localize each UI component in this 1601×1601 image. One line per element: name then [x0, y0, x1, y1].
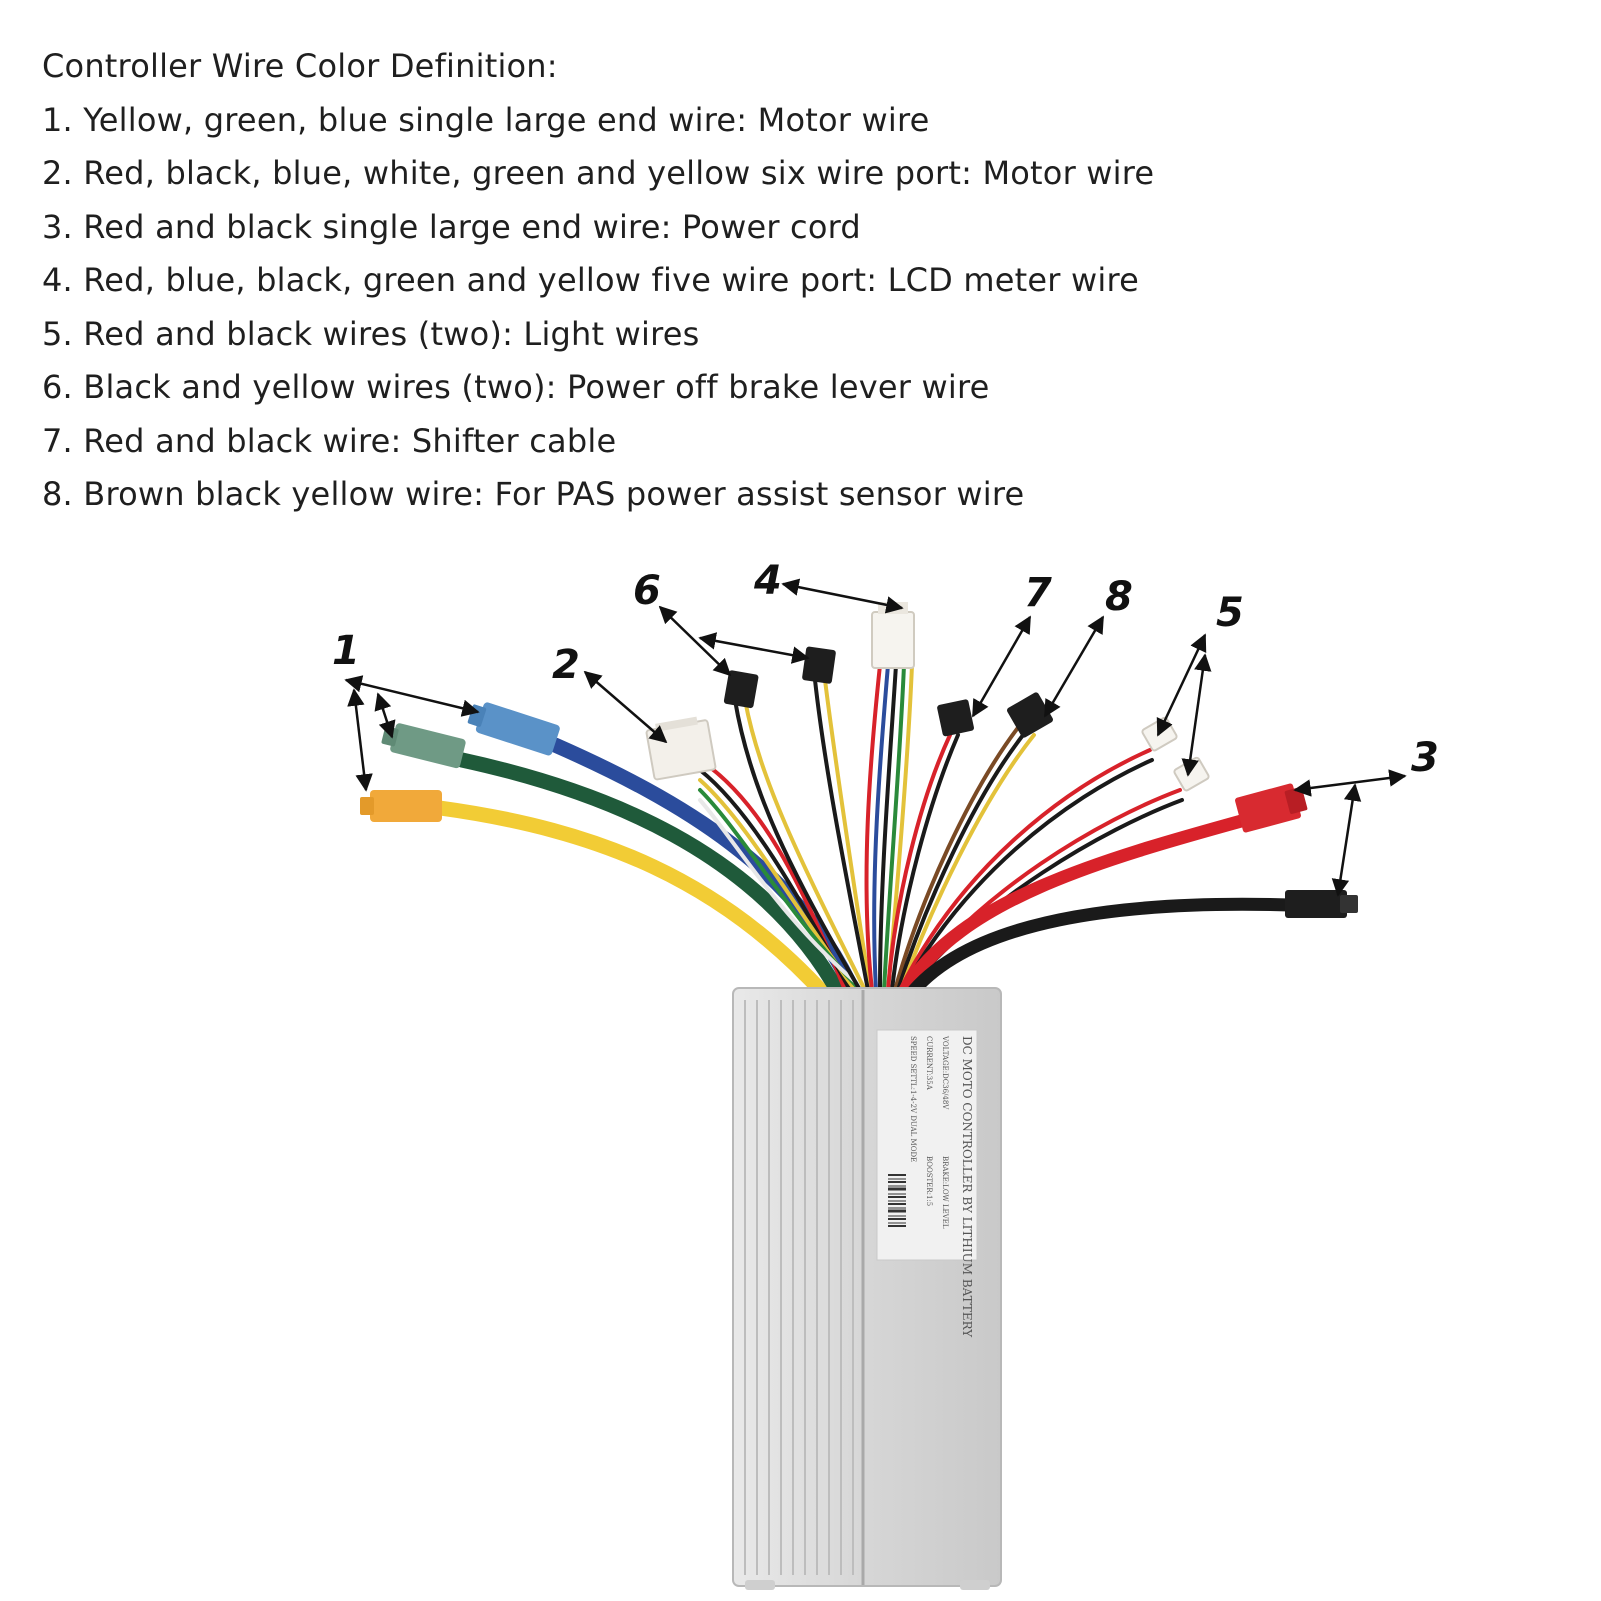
arrow-3-a: [1293, 769, 1407, 797]
callout-6: 6: [633, 568, 661, 614]
callout-1: 1: [332, 628, 360, 674]
motor-connector-green: [381, 723, 466, 769]
connectors: [360, 602, 1358, 918]
legend-item-4: 4. Red, blue, black, green and yellow fi…: [42, 261, 1140, 299]
label-speed: SPEED SETTL:1-4-2V DUAL MODE: [909, 1036, 917, 1162]
shifter-wire-red: [886, 733, 952, 992]
legend-item-5: 5. Red and black wires (two): Light wire…: [42, 314, 700, 353]
brake-connector-1: [723, 670, 759, 709]
pas-wire-brown: [893, 723, 1022, 992]
callout-5: 5: [1216, 590, 1244, 636]
motor-wire-yellow: [432, 800, 833, 1003]
legend-item-1: 1. Yellow, green, blue single large end …: [42, 100, 930, 139]
arrow-2: [583, 670, 668, 744]
wire-color-legend: Controller Wire Color Definition: 1. Yel…: [42, 40, 1154, 522]
legend-item-8: 8. Brown black yellow wire: For PAS powe…: [42, 475, 1025, 513]
arrow-1-yellow: [347, 688, 373, 792]
motor-connector-yellow: [360, 790, 442, 822]
arrow-4: [781, 578, 904, 614]
brake-wire-2-yellow: [823, 678, 872, 992]
arrow-1-green: [374, 692, 396, 739]
light-wire-1-black: [901, 758, 1154, 992]
callout-3: 3: [1411, 735, 1439, 781]
pas-wire-black: [896, 728, 1029, 992]
arrow-5-b: [1181, 653, 1212, 777]
label-current: CURRENT:35A: [925, 1036, 933, 1091]
callout-7: 7: [1024, 570, 1052, 616]
lcd-wire-green: [882, 663, 906, 992]
motor-wire-blue: [547, 737, 863, 1003]
light-wire-1-red: [898, 748, 1152, 992]
power-wire-red: [898, 813, 1252, 997]
brake-wire-2-black: [813, 678, 870, 992]
brake-wire-1-yellow: [743, 698, 867, 992]
legend-item-6: 6. Black and yellow wires (two): Power o…: [42, 368, 990, 406]
wire-bundle: [432, 663, 1297, 1003]
motor-wire-green: [454, 752, 848, 1003]
label-brake: BRAKE:LOW LEVEL: [941, 1156, 949, 1229]
legend-heading: Controller Wire Color Definition:: [42, 47, 558, 85]
product-label: DC MOTO CONTROLLER BY LITHIUM BATTERY VO…: [876, 1029, 978, 1338]
hall-connector-6pin: [645, 716, 717, 781]
shifter-wire-black: [890, 733, 960, 992]
controller-housing: DC MOTO CONTROLLER BY LITHIUM BATTERY VO…: [732, 987, 1002, 1590]
callout-2: 2: [552, 642, 580, 688]
arrow-6-b: [698, 632, 810, 664]
brake-connector-2: [802, 646, 836, 684]
power-wire-black: [903, 897, 1297, 1002]
lcd-connector-5pin: [871, 602, 915, 669]
pas-wire-yellow: [899, 733, 1036, 992]
lcd-wire-red: [864, 663, 882, 992]
label-voltage: VOLTAGE:DC36/48V: [941, 1035, 949, 1110]
callout-numbers: 1 2 3 4 5 6 7 8: [332, 558, 1439, 781]
label-booster: BOOSTER:1:5: [925, 1156, 933, 1206]
arrow-7: [971, 615, 1032, 718]
label-title: DC MOTO CONTROLLER BY LITHIUM BATTERY: [960, 1036, 974, 1338]
power-connector-black: [1285, 890, 1358, 918]
arrow-5-a: [1156, 633, 1207, 737]
legend-item-3: 3. Red and black single large end wire: …: [42, 207, 861, 246]
light-connector-2: [1173, 756, 1210, 792]
callout-4: 4: [753, 558, 782, 604]
shifter-connector: [937, 699, 974, 737]
arrow-8: [1043, 615, 1105, 718]
legend-item-7: 7. Red and black wire: Shifter cable: [42, 421, 617, 460]
legend-item-2: 2. Red, black, blue, white, green and ye…: [42, 154, 1155, 192]
lcd-wire-black: [878, 663, 898, 992]
hall-wire-white: [698, 798, 867, 992]
motor-connector-blue: [467, 702, 560, 756]
lcd-wire-blue: [872, 663, 890, 992]
callout-arrows: [344, 578, 1407, 897]
arrow-3-b: [1331, 783, 1362, 897]
heatsink-fins: [744, 990, 865, 1585]
callout-8: 8: [1105, 574, 1133, 620]
barcode: [888, 1174, 906, 1227]
brake-wire-1-black: [733, 698, 862, 992]
arrow-1-blue: [344, 675, 480, 717]
